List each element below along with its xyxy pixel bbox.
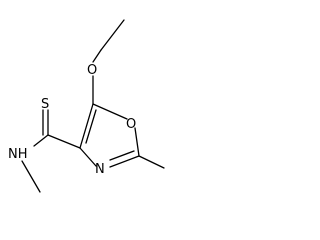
molecule-structure: O O N S NH [8, 19, 165, 193]
bond-c2-n3-double [109, 150, 135, 161]
ring-nitrogen-label: N [95, 162, 105, 177]
bond-c4-c5 [79, 103, 94, 149]
bond-o1-c2 [134, 127, 140, 157]
bond-carbon-nitrogen [33, 134, 49, 147]
bond-c4-thioamide-carbon [47, 134, 81, 149]
bond-c2-methyl [138, 155, 165, 169]
bond-ethyl-to-oxygen [92, 49, 102, 63]
bond-c5-o1 [92, 103, 128, 120]
ethoxy-oxygen-label: O [87, 63, 97, 78]
bond-nitrogen-methyl [21, 160, 41, 193]
sulfur-label: S [41, 97, 49, 112]
ring-oxygen-label: O [126, 117, 136, 132]
amide-nitrogen-label: NH [8, 147, 28, 162]
bond-c2-n3 [109, 155, 140, 168]
bond-c4-c5-double [85, 109, 97, 144]
bond-ethyl-terminal [100, 19, 125, 51]
bond-n3-c4 [79, 147, 97, 167]
